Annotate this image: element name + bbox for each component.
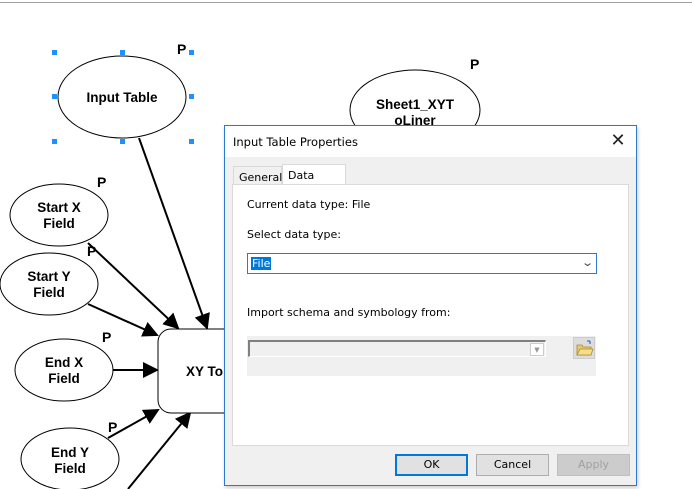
parameter-marker: P: [87, 243, 96, 259]
import-schema-label: Import schema and symbology from:: [247, 306, 451, 319]
top-border: [0, 2, 692, 3]
node-start-y[interactable]: [0, 252, 99, 316]
node-label: Field: [54, 461, 86, 476]
selection-handles[interactable]: [52, 50, 194, 144]
parameter-marker: P: [102, 329, 111, 345]
tab-general[interactable]: General: [233, 166, 282, 184]
cancel-button[interactable]: Cancel: [476, 454, 549, 476]
node-label: oLiner: [394, 113, 436, 128]
node-end-x[interactable]: [14, 338, 114, 402]
node-end-y[interactable]: [20, 427, 120, 489]
connector-end-y: [107, 409, 160, 439]
node-label: End X: [45, 355, 83, 370]
node-label: Input Table: [87, 90, 158, 105]
select-data-type-label: Select data type:: [247, 228, 341, 241]
import-schema-area: ▼: [247, 336, 596, 376]
current-data-type-label: Current data type: File: [247, 198, 371, 211]
node-input-table[interactable]: [57, 55, 187, 139]
data-type-select[interactable]: File ⌄: [247, 253, 597, 274]
node-label: Sheet1_XYT: [376, 97, 455, 112]
import-schema-select[interactable]: ▼: [248, 340, 546, 357]
data-type-panel: Current data type: File Select data type…: [232, 184, 629, 446]
tab-data-type[interactable]: Data Type: [282, 164, 346, 195]
ok-button[interactable]: OK: [395, 454, 468, 476]
apply-button[interactable]: Apply: [557, 454, 630, 476]
parameter-marker: P: [470, 56, 479, 72]
parameter-marker: P: [177, 41, 186, 57]
parameter-marker: P: [108, 419, 117, 435]
node-label: Start X: [37, 200, 81, 215]
node-start-x[interactable]: [9, 183, 109, 247]
node-label: Field: [33, 285, 65, 300]
chevron-down-icon[interactable]: ⌄: [580, 256, 594, 269]
node-label: Field: [43, 216, 75, 231]
connector-start-y: [87, 303, 159, 337]
dialog-title: Input Table Properties: [233, 135, 358, 149]
browse-folder-button[interactable]: [573, 337, 595, 359]
node-label: Field: [48, 371, 80, 386]
data-type-value: File: [251, 257, 272, 270]
connector-other: [127, 411, 192, 489]
node-label: Start Y: [27, 269, 70, 284]
connectors: [87, 137, 210, 489]
dropdown-arrow-icon[interactable]: ▼: [530, 343, 544, 356]
close-icon[interactable]: ✕: [610, 130, 626, 151]
folder-open-icon: [576, 340, 594, 356]
connector-start-x: [87, 242, 180, 330]
connector-input-table: [138, 137, 210, 330]
node-label: End Y: [51, 445, 89, 460]
parameter-marker: P: [97, 174, 106, 190]
input-table-properties-dialog: Input Table Properties ✕ General Data Ty…: [224, 125, 637, 486]
dialog-titlebar[interactable]: Input Table Properties ✕: [225, 126, 636, 157]
